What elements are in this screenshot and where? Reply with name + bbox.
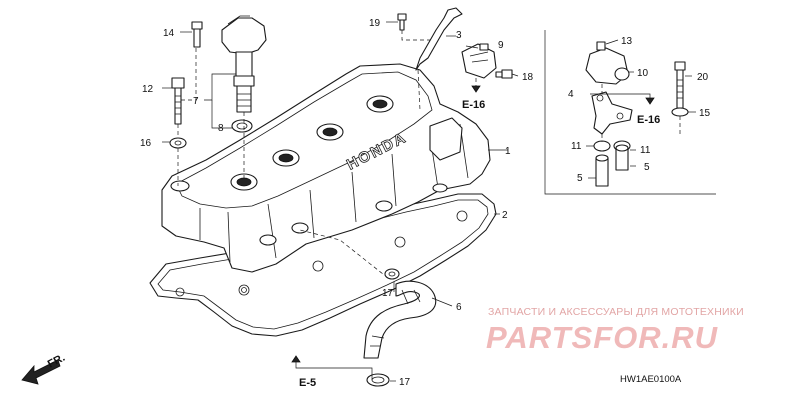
front-arrow: FR.	[21, 352, 67, 385]
cylinder-head-cover: HONDA	[161, 63, 491, 273]
callout-14: 14	[163, 28, 175, 39]
callout-18: 18	[522, 72, 534, 83]
ref-e16-inset: E-16	[637, 114, 660, 126]
bolt-18	[495, 69, 513, 79]
sensor-9	[461, 43, 497, 79]
ref-e16-main: E-16	[462, 99, 485, 111]
ref-e5: E-5	[299, 377, 316, 389]
callout-5b: 5	[644, 162, 650, 173]
callout-6: 6	[456, 302, 462, 313]
callout-4: 4	[568, 89, 574, 100]
callout-1: 1	[505, 146, 511, 157]
front-label: FR.	[46, 352, 67, 371]
callout-17a: 17	[382, 288, 394, 299]
callout-11a: 11	[571, 141, 582, 152]
hose-clamp-lower	[366, 373, 390, 387]
watermark-brand: PARTSFOR.RU	[486, 320, 719, 355]
watermark: ЗАПЧАСТИ И АКСЕССУАРЫ ДЛЯ МОТОТЕХНИКИ PA…	[486, 306, 744, 355]
callout-20: 20	[697, 72, 709, 83]
callout-12: 12	[142, 84, 154, 95]
callout-8: 8	[218, 123, 224, 134]
reference-labels: E-16 E-16 E-5	[291, 85, 660, 389]
callout-13: 13	[621, 36, 633, 47]
callout-17b: 17	[399, 377, 411, 388]
ignition-coil	[221, 15, 267, 113]
bolt-14	[191, 21, 203, 48]
diagram-code: HW1AE0100A	[620, 374, 682, 385]
callout-9: 9	[498, 40, 504, 51]
leader-lines	[162, 21, 696, 382]
callout-7: 7	[193, 96, 199, 107]
callout-labels: 1 2 3 4 5 5 6 7 8 9 10 11 11 12 13 14 15…	[140, 18, 711, 388]
callout-16: 16	[140, 138, 152, 149]
callout-15: 15	[699, 108, 711, 119]
callout-10: 10	[637, 68, 649, 79]
plug-tube-seal	[231, 119, 253, 133]
hose-clamp-upper	[384, 268, 400, 280]
callout-2: 2	[502, 210, 508, 221]
watermark-subtitle: ЗАПЧАСТИ И АКСЕССУАРЫ ДЛЯ МОТОТЕХНИКИ	[488, 306, 744, 318]
bolt-12	[171, 77, 185, 125]
callout-3: 3	[456, 30, 462, 41]
breather-hose	[363, 280, 437, 359]
callout-11b: 11	[640, 145, 651, 156]
callout-19: 19	[369, 18, 381, 29]
washer-16	[169, 137, 187, 149]
harness-bracket	[397, 7, 463, 71]
callout-5a: 5	[577, 173, 583, 184]
